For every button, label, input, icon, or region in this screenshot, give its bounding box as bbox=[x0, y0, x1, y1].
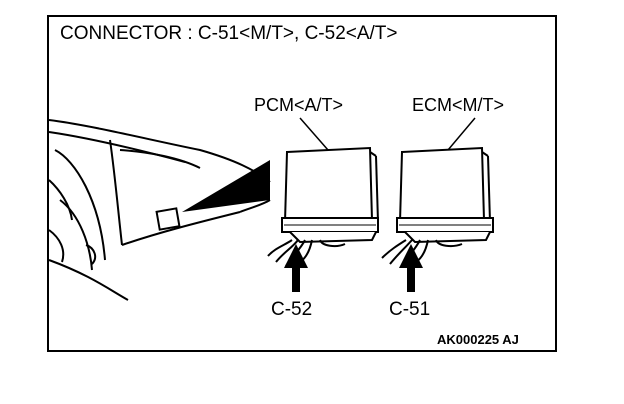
ecm-module bbox=[396, 146, 494, 244]
figure-code: AK000225 AJ bbox=[437, 332, 519, 347]
pcm-module bbox=[281, 146, 379, 244]
ecm-wire-harness bbox=[381, 239, 463, 267]
pcm-leader-line bbox=[299, 117, 329, 151]
ecm-label: ECM<M/T> bbox=[412, 95, 504, 115]
c52-label: C-52 bbox=[271, 299, 312, 320]
ecm-leader-line bbox=[447, 117, 476, 151]
pcm-wire-harness bbox=[267, 239, 346, 267]
pcm-label: PCM<A/T> bbox=[254, 95, 343, 115]
diagram-frame bbox=[47, 15, 557, 352]
c51-label: C-51 bbox=[389, 299, 430, 320]
diagram-title: CONNECTOR : C-51<M/T>, C-52<A/T> bbox=[60, 23, 398, 44]
dashboard-illustration bbox=[48, 119, 271, 301]
c51-arrow bbox=[399, 244, 423, 292]
location-marker bbox=[155, 160, 270, 231]
c52-arrow bbox=[284, 244, 308, 292]
